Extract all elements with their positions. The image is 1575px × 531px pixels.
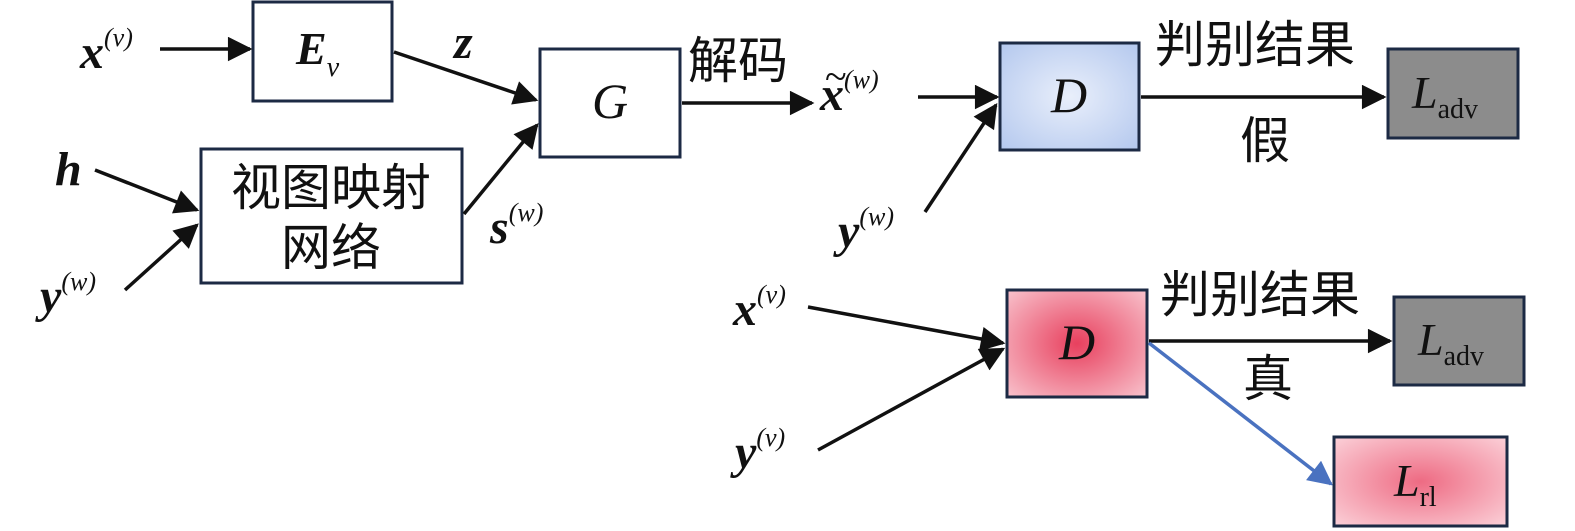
generated-tilde: ~ — [825, 54, 847, 99]
discriminator-fake-label: D — [1050, 67, 1087, 123]
arrow-mapping-to-generator — [462, 123, 539, 216]
loss-rl-box — [1332, 435, 1509, 528]
loss-adv-fake-box — [1386, 47, 1520, 140]
disc-fake-result-label: 判别结果 — [1155, 17, 1355, 73]
encoder-box — [251, 0, 394, 103]
generated-label: x(w) — [819, 65, 879, 121]
disc-real-x-label: x(v) — [732, 280, 786, 336]
arrow-y-to-mapping — [123, 223, 199, 292]
arrow-h-to-mapping — [94, 168, 200, 214]
arrow-y-to-disc-real — [817, 347, 1006, 452]
view-mapping-line1: 视图映射 — [231, 160, 431, 216]
z-label: z — [452, 16, 473, 69]
input-h-label: h — [55, 143, 82, 196]
view-mapping-line2: 网络 — [281, 220, 381, 276]
decode-label: 解码 — [688, 33, 788, 89]
disc-real-y-label: y(v) — [730, 423, 785, 479]
input-y-w-label: y(w) — [35, 267, 96, 323]
arrow-encoder-to-generator — [393, 50, 539, 105]
discriminator-fake-box — [998, 41, 1141, 152]
loss-rl-label: Lrl — [1393, 455, 1437, 513]
s-w-label: s(w) — [489, 198, 543, 254]
loss-adv-real-label: Ladv — [1417, 314, 1484, 372]
disc-fake-verdict: 假 — [1240, 113, 1290, 169]
generator-label: G — [592, 73, 628, 129]
loss-adv-fake-label: Ladv — [1411, 67, 1478, 125]
encoder-label: Ev — [295, 23, 340, 83]
discriminator-real-box — [1005, 288, 1149, 399]
view-mapping-box — [199, 147, 464, 285]
disc-real-verdict: 真 — [1243, 351, 1293, 407]
discriminator-real-label: D — [1058, 314, 1095, 370]
arrow-disc-real-to-rl — [1147, 341, 1333, 486]
disc-real-result-label: 判别结果 — [1160, 267, 1360, 323]
loss-adv-real-box — [1392, 295, 1526, 387]
input-x-v-label: x(v) — [79, 23, 133, 79]
generator-box — [538, 47, 682, 159]
arrow-y-to-disc-fake — [923, 102, 998, 213]
disc-fake-cond-label: y(w) — [833, 202, 894, 258]
arrow-x-to-disc-real — [807, 305, 1006, 352]
